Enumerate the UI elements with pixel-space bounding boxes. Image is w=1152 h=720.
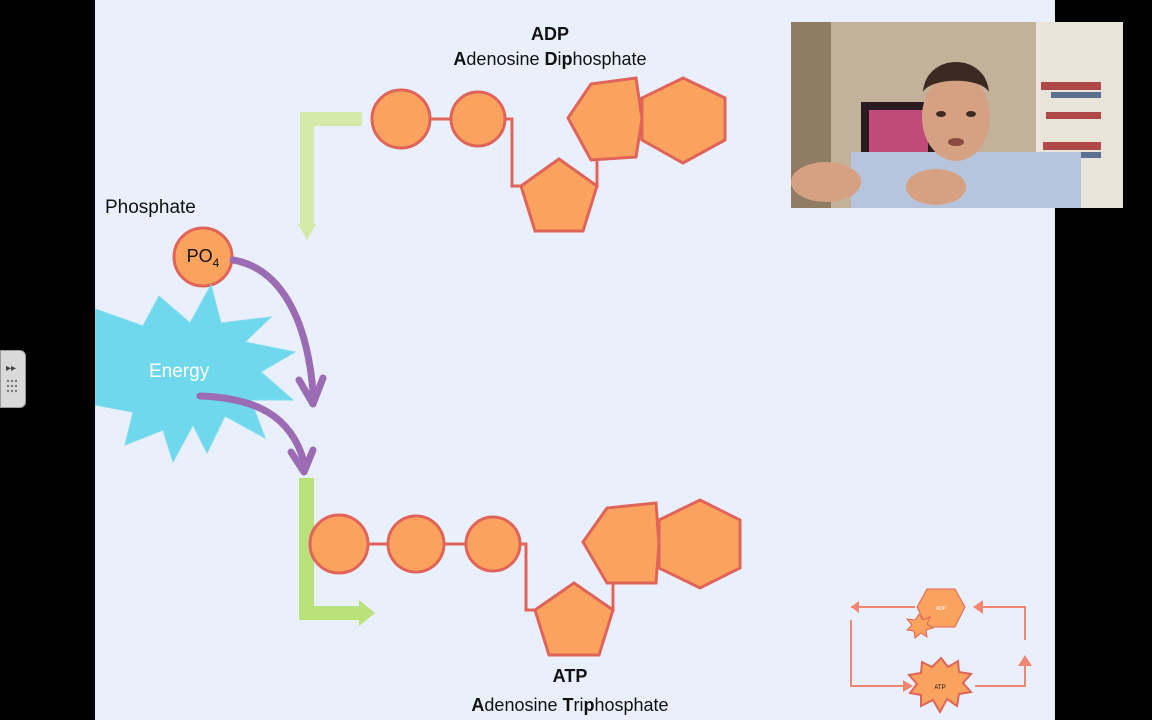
adp-name-part: A <box>453 49 467 69</box>
atp-name-part: hosphate <box>594 695 669 715</box>
adp-name-part: i <box>557 49 562 69</box>
presenter-video-icon <box>791 22 1123 208</box>
phosphate-to-atp-arrow <box>229 256 327 408</box>
adp-adenine-pentagon <box>566 76 644 162</box>
atp-phosphate-circle-2 <box>386 514 446 574</box>
atp-name-part: A <box>471 695 485 715</box>
side-panel-handle[interactable]: ▸▸ <box>0 350 26 408</box>
adp-abbrev: ADP <box>530 24 569 44</box>
adp-molecule <box>370 76 727 233</box>
adp-name-part: D <box>544 49 558 69</box>
adp-name-part: hosphate <box>572 49 647 69</box>
adp-phosphate-circle-1 <box>370 88 432 150</box>
energy-label: Energy <box>149 361 210 382</box>
presenter-webcam <box>791 22 1123 208</box>
atp-name-part: ri <box>573 695 584 715</box>
adp-phosphate-circle-2 <box>449 90 507 148</box>
atp-name-part: p <box>583 695 595 715</box>
adp-adenine-hexagon <box>640 76 727 165</box>
atp-phosphate-circle-3 <box>464 515 522 573</box>
atp-full-name: Adenosine Triphosphate <box>440 695 700 716</box>
adp-full-name: Adenosine Diphosphate <box>425 49 675 70</box>
atp-molecule <box>308 498 742 657</box>
svg-text:ADP: ADP <box>936 606 947 612</box>
atp-bracket-arrow <box>299 478 375 626</box>
adp-atp-cycle-thumbnail: ADP ATP <box>850 588 1032 715</box>
energy-burst <box>95 283 297 464</box>
atp-abbrev: ATP <box>552 666 588 686</box>
phosphate-label: Phosphate <box>105 197 196 218</box>
svg-text:▸▸: ▸▸ <box>6 363 16 374</box>
grip-icon: ▸▸ <box>6 363 18 393</box>
adp-ribose-pentagon <box>519 157 599 233</box>
adp-name-part: p <box>561 49 573 69</box>
adp-atp-diagram: PO4 <box>95 76 1032 715</box>
atp-name-part: denosine <box>484 695 563 715</box>
svg-text:PO4: PO4 <box>187 246 220 270</box>
adp-bracket-arrow <box>298 112 362 240</box>
svg-text:ATP: ATP <box>934 685 945 691</box>
atp-phosphate-circle-1 <box>308 513 370 575</box>
atp-ribose-pentagon <box>533 581 615 657</box>
energy-to-atp-arrow <box>196 392 317 476</box>
adp-name-part: denosine <box>466 49 545 69</box>
phosphate-group: PO4 <box>172 226 234 288</box>
atp-adenine-pentagon <box>581 501 661 585</box>
atp-adenine-hexagon <box>657 498 742 590</box>
atp-name-part: T <box>562 695 574 715</box>
